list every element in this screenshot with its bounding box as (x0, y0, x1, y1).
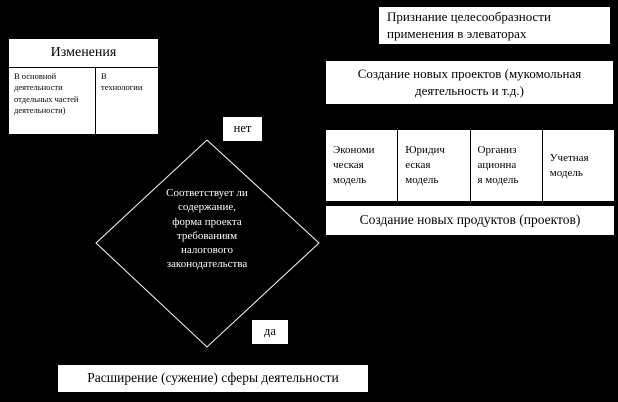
model-cell-organizational: Организ ационна я модель (469, 129, 543, 202)
model-cell-accounting: Учетная модель (541, 129, 615, 202)
changes-cell-technology: В технологии (101, 71, 143, 93)
model-cell-legal: Юридич еская модель (397, 129, 471, 202)
model-cell-economic: Экономи ческая модель (325, 129, 399, 202)
new-products-box: Создание новых продуктов (проектов) (325, 205, 615, 236)
changes-cell-core-activity: В основной деятельности отдельных частей… (9, 68, 96, 135)
branch-label-no: нет (222, 116, 263, 142)
changes-table: Изменения В основной деятельности отдель… (8, 38, 159, 135)
recognition-box: Признание целесообразности применения в … (378, 6, 611, 45)
branch-label-yes: да (251, 319, 289, 345)
models-row: Экономи ческая модель Юридич еская модел… (325, 129, 615, 202)
changes-table-row: В основной деятельности отдельных частей… (9, 68, 158, 135)
changes-table-title: Изменения (9, 39, 158, 68)
decision-question-text: Соответствует ли содержание, форма проек… (166, 187, 248, 271)
new-projects-box: Создание новых проектов (мукомольная дея… (325, 60, 614, 105)
expansion-box: Расширение (сужение) сферы деятельности (57, 364, 369, 393)
